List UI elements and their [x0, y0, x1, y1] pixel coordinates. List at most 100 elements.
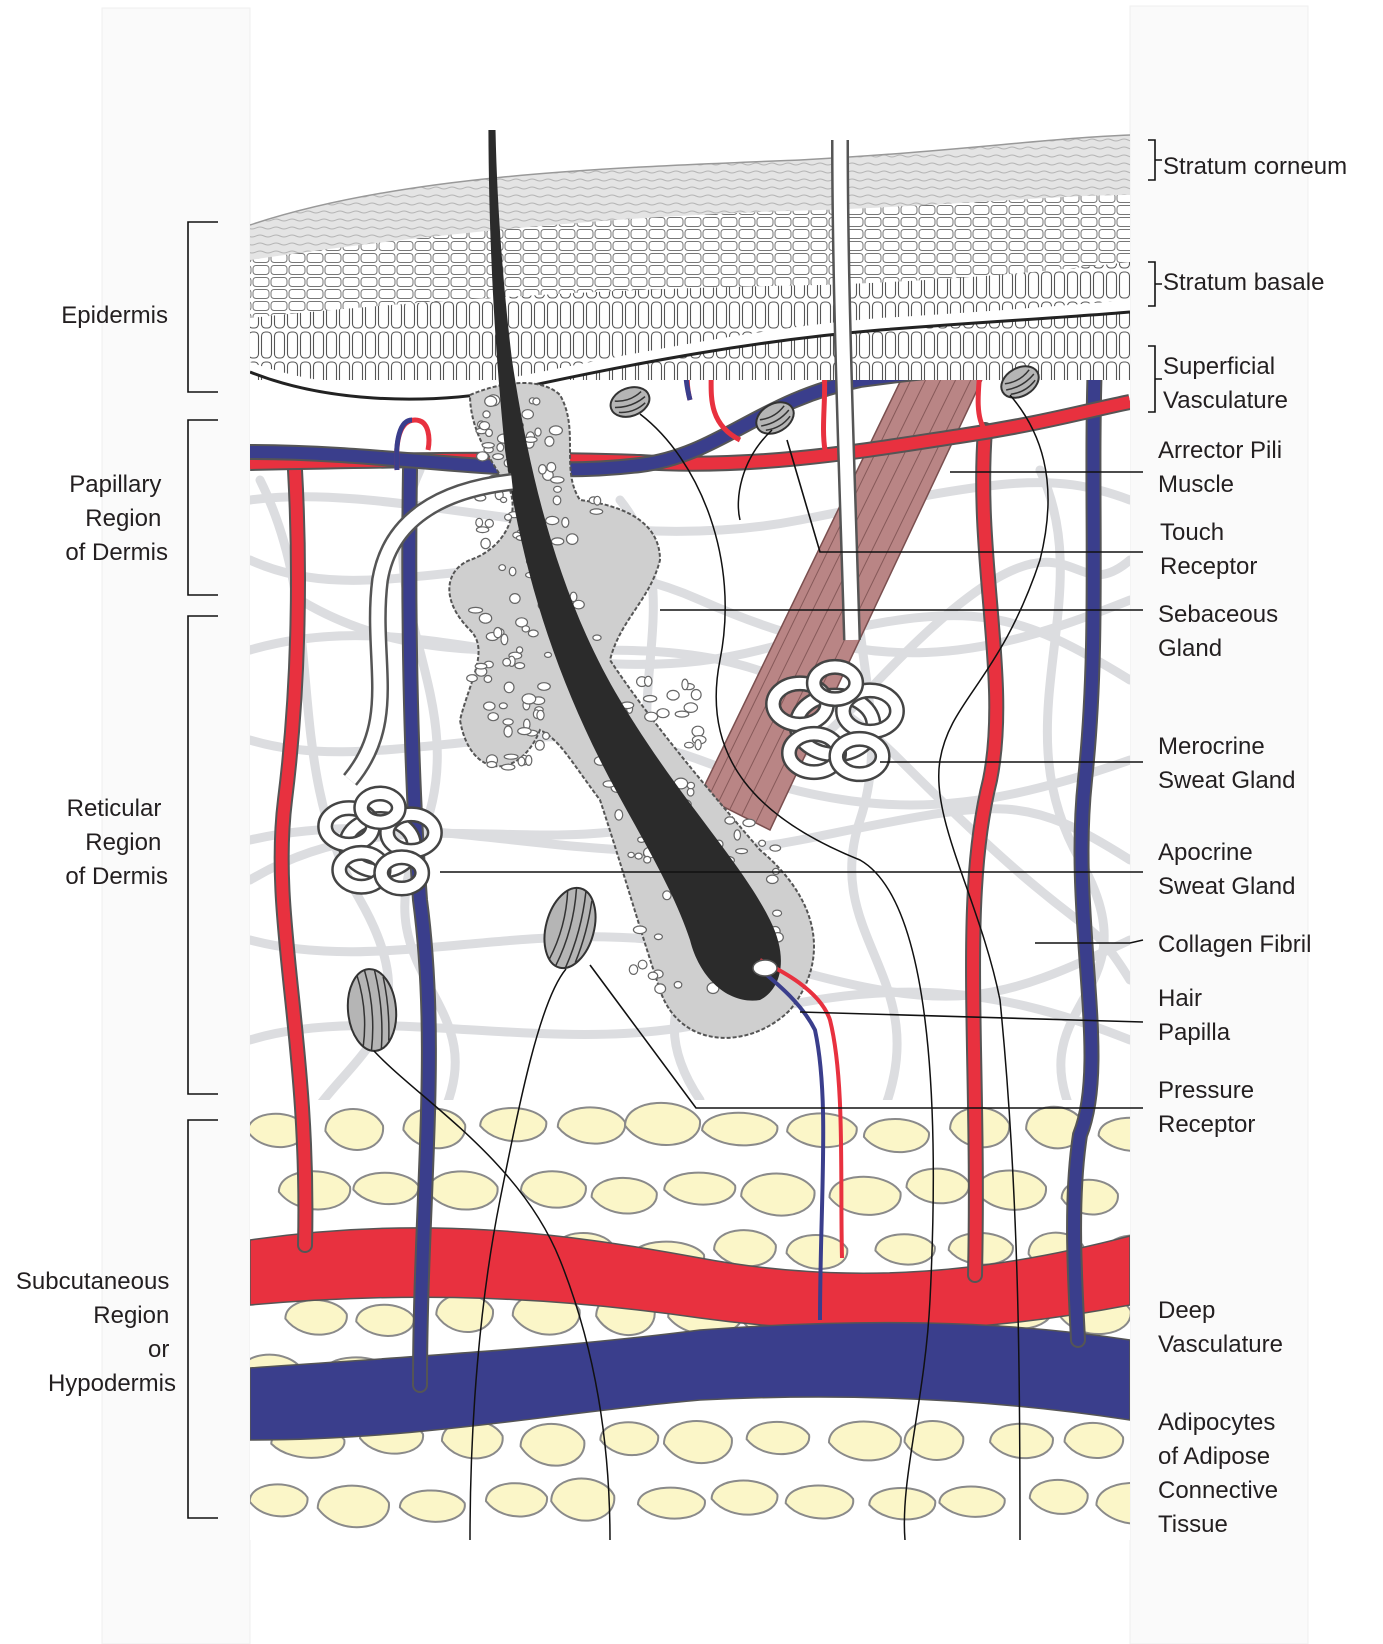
gland-cell — [654, 934, 662, 940]
gland-cell — [522, 694, 536, 704]
gland-cell — [562, 518, 569, 528]
gland-cell — [486, 429, 493, 436]
hair-papilla — [753, 960, 777, 976]
gland-cell — [687, 788, 694, 796]
gland-cell — [502, 764, 515, 770]
gland-cell — [488, 713, 498, 721]
gland-cell — [687, 782, 694, 788]
label-collagen-fibril: Collagen Fibril — [1158, 931, 1311, 958]
gland-cell — [725, 817, 735, 824]
gland-cell — [480, 422, 490, 430]
gland-cell — [499, 565, 506, 571]
gland-cell — [522, 626, 529, 632]
gland-cell — [483, 411, 490, 418]
gland-cell — [682, 679, 688, 690]
epidermis-layers — [250, 135, 1130, 399]
gland-cell — [615, 810, 623, 820]
gland-cell — [734, 830, 740, 840]
gland-cell — [648, 972, 657, 979]
gland-cell — [553, 496, 561, 505]
gland-cell — [770, 845, 781, 851]
gland-cell — [533, 398, 540, 405]
label-papillary-region: Papillary Region of Dermis — [65, 471, 168, 566]
gland-cell — [590, 509, 603, 514]
gland-cell — [497, 443, 504, 451]
gland-cell — [551, 477, 564, 483]
gland-cell — [475, 663, 487, 669]
gland-cell — [526, 755, 532, 765]
gland-cell — [543, 732, 550, 739]
gland-cell — [535, 740, 544, 750]
gland-cell — [484, 702, 495, 710]
gland-cell — [551, 538, 563, 545]
gland-cell — [539, 465, 547, 474]
gland-cell — [479, 613, 491, 623]
gland-cell — [773, 910, 782, 916]
tissue-block — [238, 0, 1209, 1540]
gland-cell — [487, 762, 497, 768]
gland-cell — [522, 410, 533, 419]
label-stratum-basale: Stratum basale — [1163, 269, 1324, 296]
gland-cell — [629, 965, 637, 975]
gland-cell — [759, 840, 766, 846]
gland-cell — [469, 607, 483, 613]
gland-cell — [567, 534, 578, 545]
gland-cell — [504, 682, 514, 693]
gland-cell — [481, 538, 490, 548]
gland-cell — [691, 690, 701, 700]
gland-cell — [538, 683, 551, 691]
gland-cell — [467, 675, 478, 682]
gland-cell — [499, 703, 507, 709]
gland-cell — [657, 709, 669, 718]
gland-cell — [545, 437, 554, 447]
gland-cell — [549, 426, 562, 435]
gland-cell — [644, 696, 657, 702]
gland-cell — [501, 634, 508, 645]
label-reticular-region: Reticular Region of Dermis — [65, 795, 168, 890]
gland-cell — [554, 486, 562, 492]
gland-cell — [685, 742, 694, 748]
gland-cell — [510, 594, 520, 604]
gland-cell — [767, 875, 779, 883]
gland-cell — [482, 443, 494, 448]
label-epidermis: Epidermis — [61, 302, 168, 329]
gland-cell — [517, 647, 523, 653]
gland-cell — [515, 663, 525, 669]
gland-cell — [545, 652, 552, 657]
gland-cell — [485, 396, 497, 406]
right-background-panel — [1130, 6, 1308, 1644]
gland-cell — [663, 891, 671, 900]
gland-cell — [638, 960, 647, 969]
gland-cell — [484, 676, 492, 683]
gland-cell — [743, 819, 755, 826]
gland-cell — [518, 757, 525, 766]
gland-cell — [477, 452, 489, 461]
right-labels: Stratum corneum Stratum basale Superfici… — [1158, 153, 1347, 1538]
gland-cell — [645, 712, 658, 721]
gland-cell — [504, 726, 512, 737]
gland-cell — [692, 726, 704, 736]
gland-cell — [684, 703, 697, 713]
gland-cell — [493, 454, 504, 460]
gland-cell — [594, 496, 601, 505]
gland-cell — [509, 567, 516, 576]
gland-cell — [518, 728, 531, 735]
gland-cell — [695, 740, 701, 750]
gland-cell — [494, 628, 502, 638]
gland-cell — [655, 984, 666, 994]
gland-cell — [645, 676, 652, 686]
gland-cell — [476, 518, 483, 527]
gland-cell — [628, 852, 634, 857]
gland-cell — [546, 516, 559, 524]
gland-cell — [476, 527, 488, 533]
gland-cell — [503, 658, 511, 666]
gland-cell — [503, 719, 513, 725]
gland-cell — [504, 754, 518, 759]
gland-cell — [537, 710, 544, 720]
gland-cell — [644, 856, 651, 863]
gland-cell — [547, 463, 556, 472]
gland-cell — [674, 982, 682, 989]
gland-cell — [635, 853, 642, 859]
gland-cell — [736, 849, 748, 854]
